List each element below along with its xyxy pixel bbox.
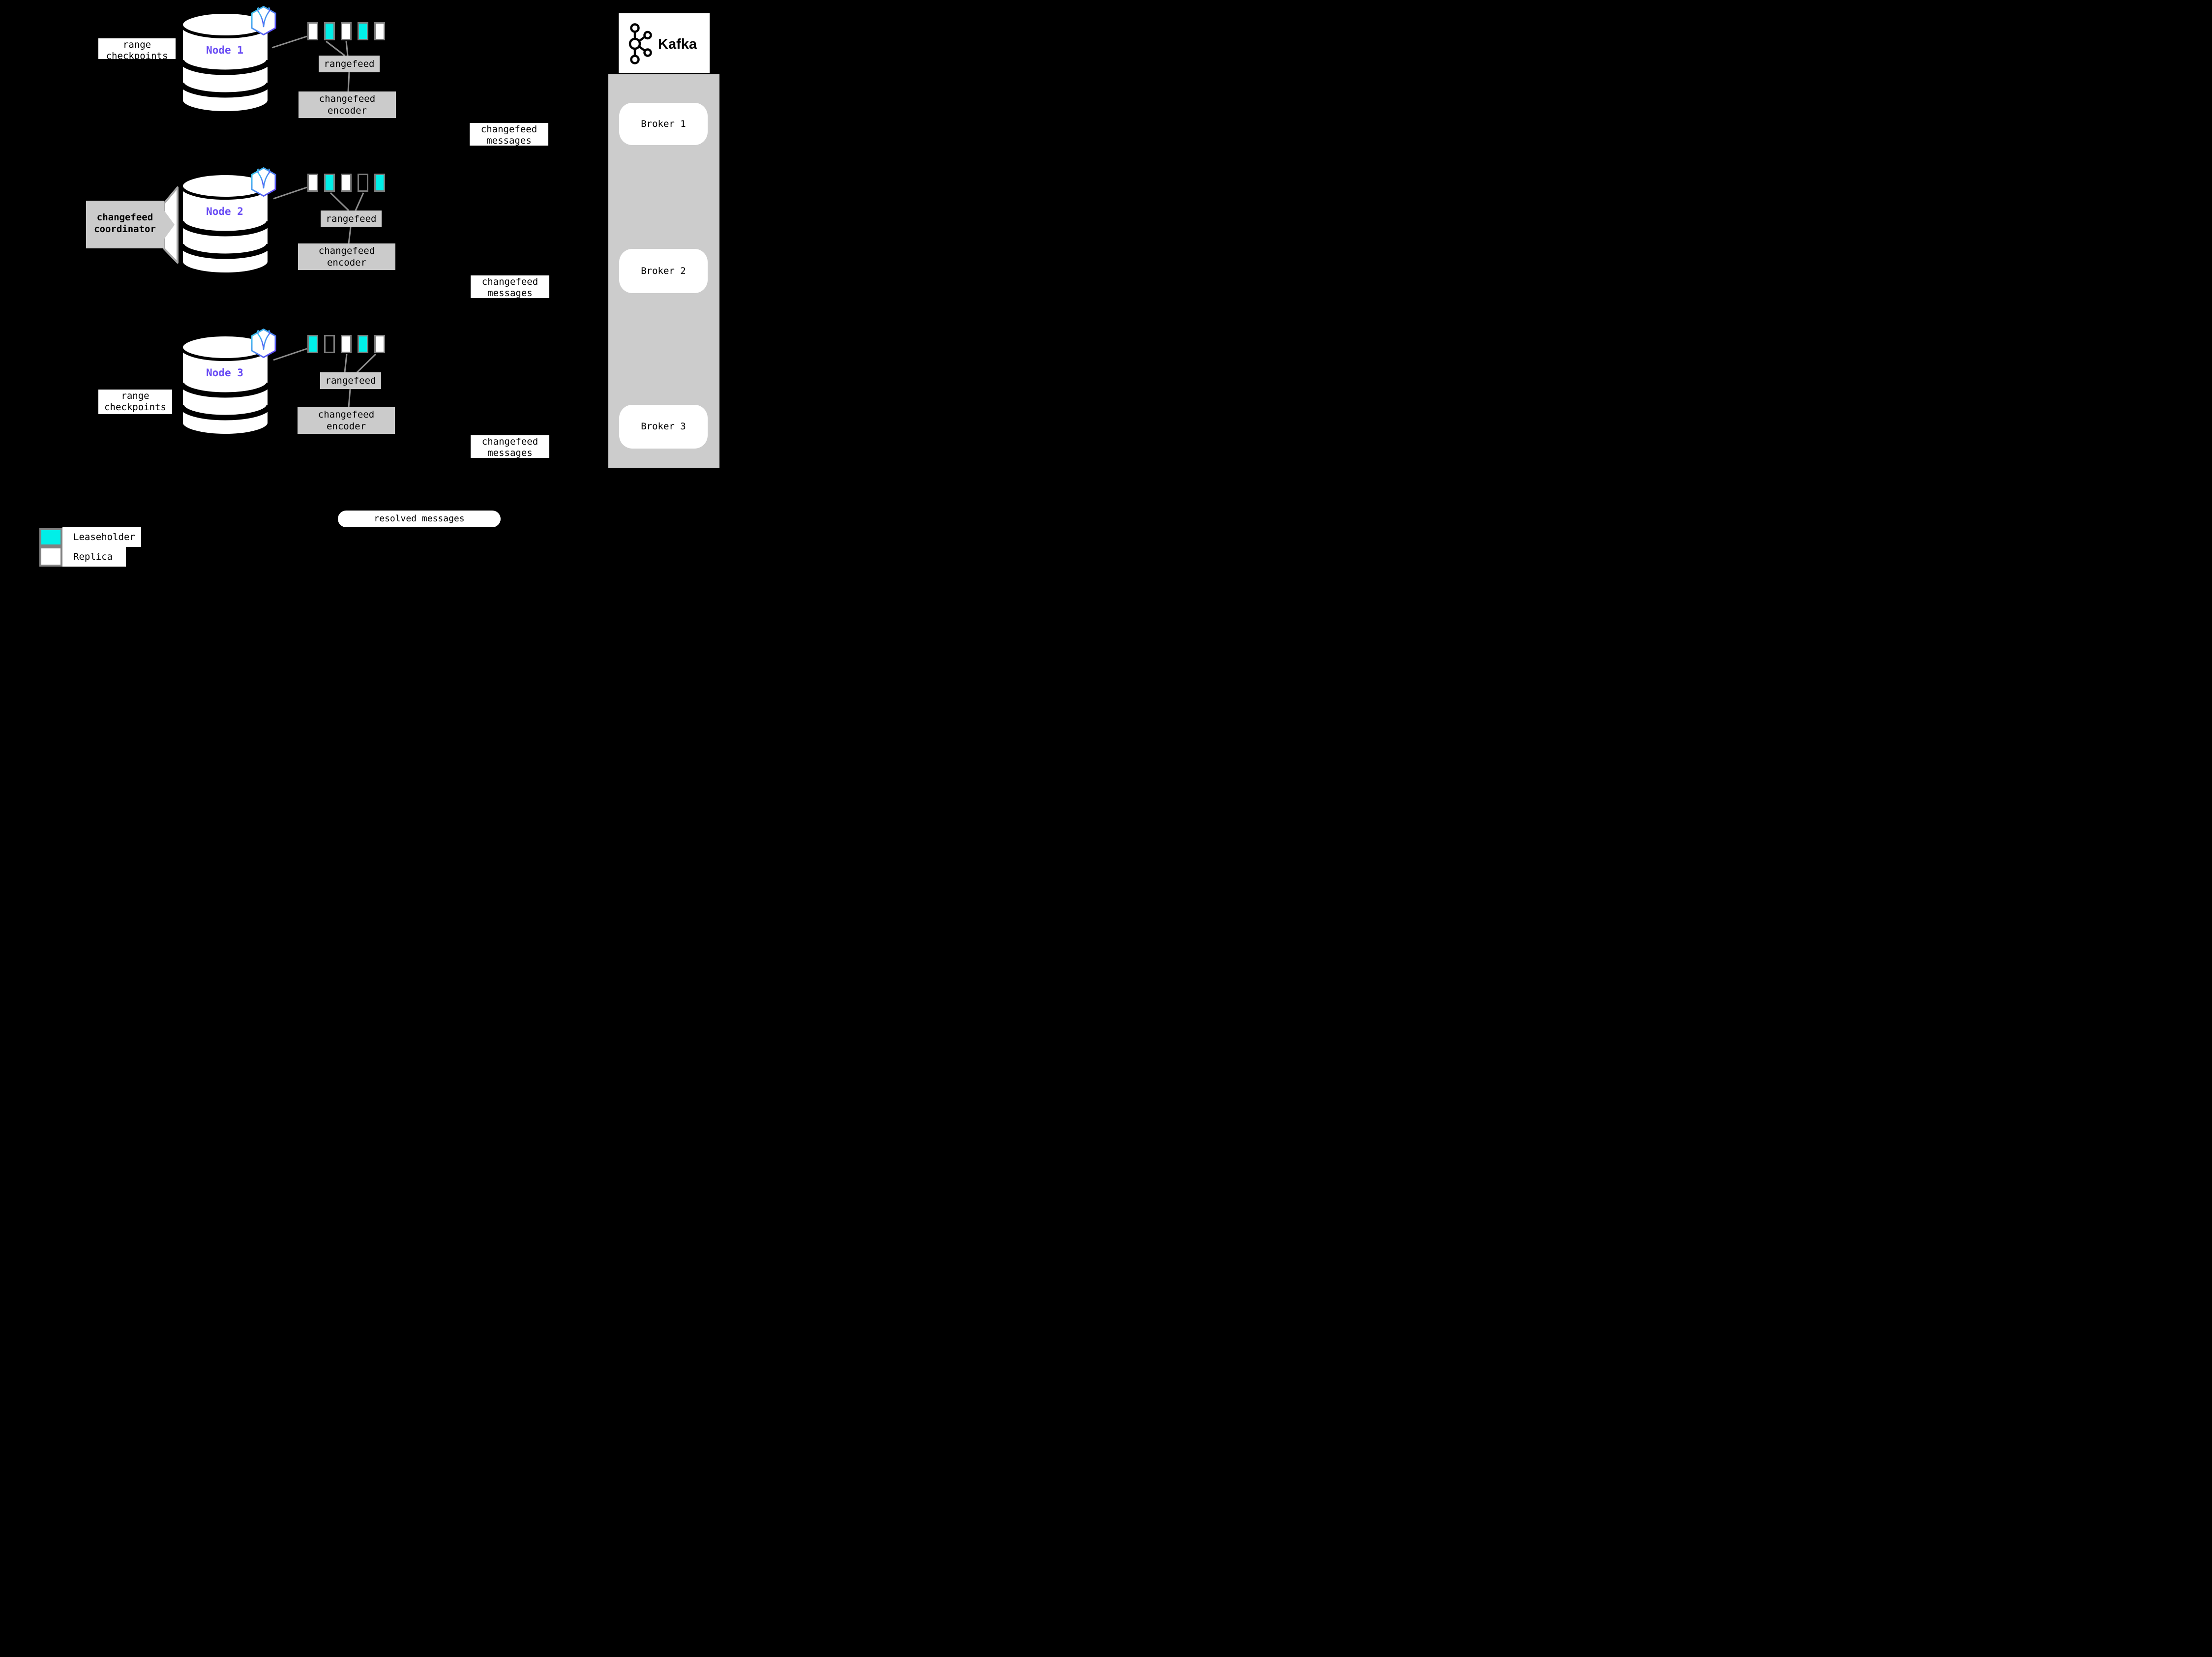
node1-database-cylinder bbox=[179, 11, 271, 114]
label-line: encoder bbox=[326, 421, 366, 432]
node3-range5-to-rangefeed-line bbox=[356, 353, 377, 373]
node2-range-row bbox=[307, 174, 385, 192]
node1-name: Node 1 bbox=[206, 44, 243, 56]
node1-rangefeed-box: rangefeed bbox=[319, 56, 380, 72]
label-line: coordinator bbox=[94, 224, 156, 235]
node3-name: Node 3 bbox=[206, 367, 243, 379]
node1-changefeed-encoder-box: changefeed encoder bbox=[299, 91, 396, 118]
node2-cylinder-to-range-line bbox=[273, 186, 307, 200]
range-cell bbox=[324, 335, 335, 353]
node1-range-row bbox=[307, 22, 385, 40]
node1-changefeed-messages-label: changefeed messages bbox=[470, 123, 548, 146]
node2-range2-to-rangefeed-line bbox=[329, 192, 350, 211]
node3-range3-to-rangefeed-line bbox=[344, 354, 348, 373]
range-cell bbox=[341, 174, 352, 192]
node1-range3-to-rangefeed-line bbox=[345, 41, 349, 56]
node3-rangefeed-to-encoder-line bbox=[348, 389, 351, 408]
node1-cylinder-to-range-line bbox=[271, 35, 307, 49]
label-line: checkpoints bbox=[106, 51, 168, 59]
broker-1-box: Broker 1 bbox=[619, 103, 708, 145]
label-line: changefeed bbox=[318, 245, 375, 256]
range-cell bbox=[324, 22, 335, 40]
label-line: checkpoints bbox=[104, 402, 166, 413]
label-line: encoder bbox=[327, 105, 367, 116]
broker-2-box: Broker 2 bbox=[619, 249, 708, 293]
label-line: messages bbox=[487, 448, 533, 458]
gray-connectors bbox=[271, 35, 377, 408]
legend-replica-swatch bbox=[39, 546, 62, 567]
label-line: changefeed bbox=[319, 93, 376, 104]
range-cell bbox=[374, 335, 385, 353]
coordinator-pointer bbox=[164, 210, 175, 240]
cockroachdb-badge-icon bbox=[251, 167, 276, 197]
label-line: changefeed bbox=[481, 276, 538, 287]
node3-changefeed-encoder-box: changefeed encoder bbox=[298, 407, 395, 434]
cockroachdb-badge-icon bbox=[251, 329, 276, 358]
node2-changefeed-messages-label: changefeed messages bbox=[471, 275, 549, 298]
node2-changefeed-encoder-box: changefeed encoder bbox=[298, 243, 395, 270]
label-line: changefeed bbox=[480, 124, 538, 135]
node3-range-row bbox=[307, 335, 385, 353]
range-checkpoints-label-top: range checkpoints bbox=[98, 38, 176, 59]
resolved-messages-label: resolved messages bbox=[338, 511, 501, 527]
node2-database-cylinder bbox=[179, 172, 271, 275]
range-cell bbox=[358, 22, 368, 40]
label-line: range bbox=[122, 39, 151, 50]
node3-cylinder-to-range-line bbox=[273, 348, 307, 361]
range-cell bbox=[307, 335, 318, 353]
label-line: changefeed bbox=[96, 212, 153, 223]
legend-leaseholder-swatch bbox=[39, 528, 62, 546]
range-cell bbox=[358, 335, 368, 353]
range-checkpoints-label-bottom: range checkpoints bbox=[98, 390, 172, 414]
kafka-logo-box: Kafka bbox=[619, 13, 710, 73]
label-line: range bbox=[121, 391, 149, 401]
label-line: encoder bbox=[327, 257, 367, 268]
range-cell bbox=[324, 174, 335, 192]
label-line: messages bbox=[487, 288, 533, 298]
broker-3-box: Broker 3 bbox=[619, 405, 708, 449]
kafka-brand-label: Kafka bbox=[658, 36, 697, 52]
range-cell bbox=[307, 22, 318, 40]
node2-name: Node 2 bbox=[206, 206, 243, 217]
node2-rangefeed-box: rangefeed bbox=[321, 211, 382, 227]
range-cell bbox=[341, 22, 352, 40]
kafka-logo-icon bbox=[628, 23, 652, 64]
range-cell bbox=[374, 174, 385, 192]
legend-replica-label: Replica bbox=[62, 547, 126, 567]
label-line: changefeed bbox=[481, 436, 538, 447]
node2-range4-to-rangefeed-line bbox=[355, 192, 364, 211]
node3-rangefeed-box: rangefeed bbox=[320, 372, 381, 389]
cockroachdb-badge-icon bbox=[251, 6, 276, 35]
node3-changefeed-messages-label: changefeed messages bbox=[471, 435, 549, 458]
range-cell bbox=[374, 22, 385, 40]
changefeed-coordinator-label: changefeed coordinator bbox=[86, 201, 164, 248]
changefeed-kafka-diagram: range checkpoints range checkpoints chan… bbox=[0, 0, 771, 577]
range-cell bbox=[358, 174, 368, 192]
node1-rangefeed-to-encoder-line bbox=[347, 72, 350, 92]
node1-range2-to-rangefeed-line bbox=[326, 40, 345, 57]
label-line: messages bbox=[486, 135, 532, 146]
legend-leaseholder-label: Leaseholder bbox=[62, 527, 141, 547]
node2-rangefeed-to-encoder-line bbox=[348, 227, 352, 244]
label-line: changefeed bbox=[318, 409, 375, 420]
range-cell bbox=[341, 335, 352, 353]
range-cell bbox=[307, 174, 318, 192]
